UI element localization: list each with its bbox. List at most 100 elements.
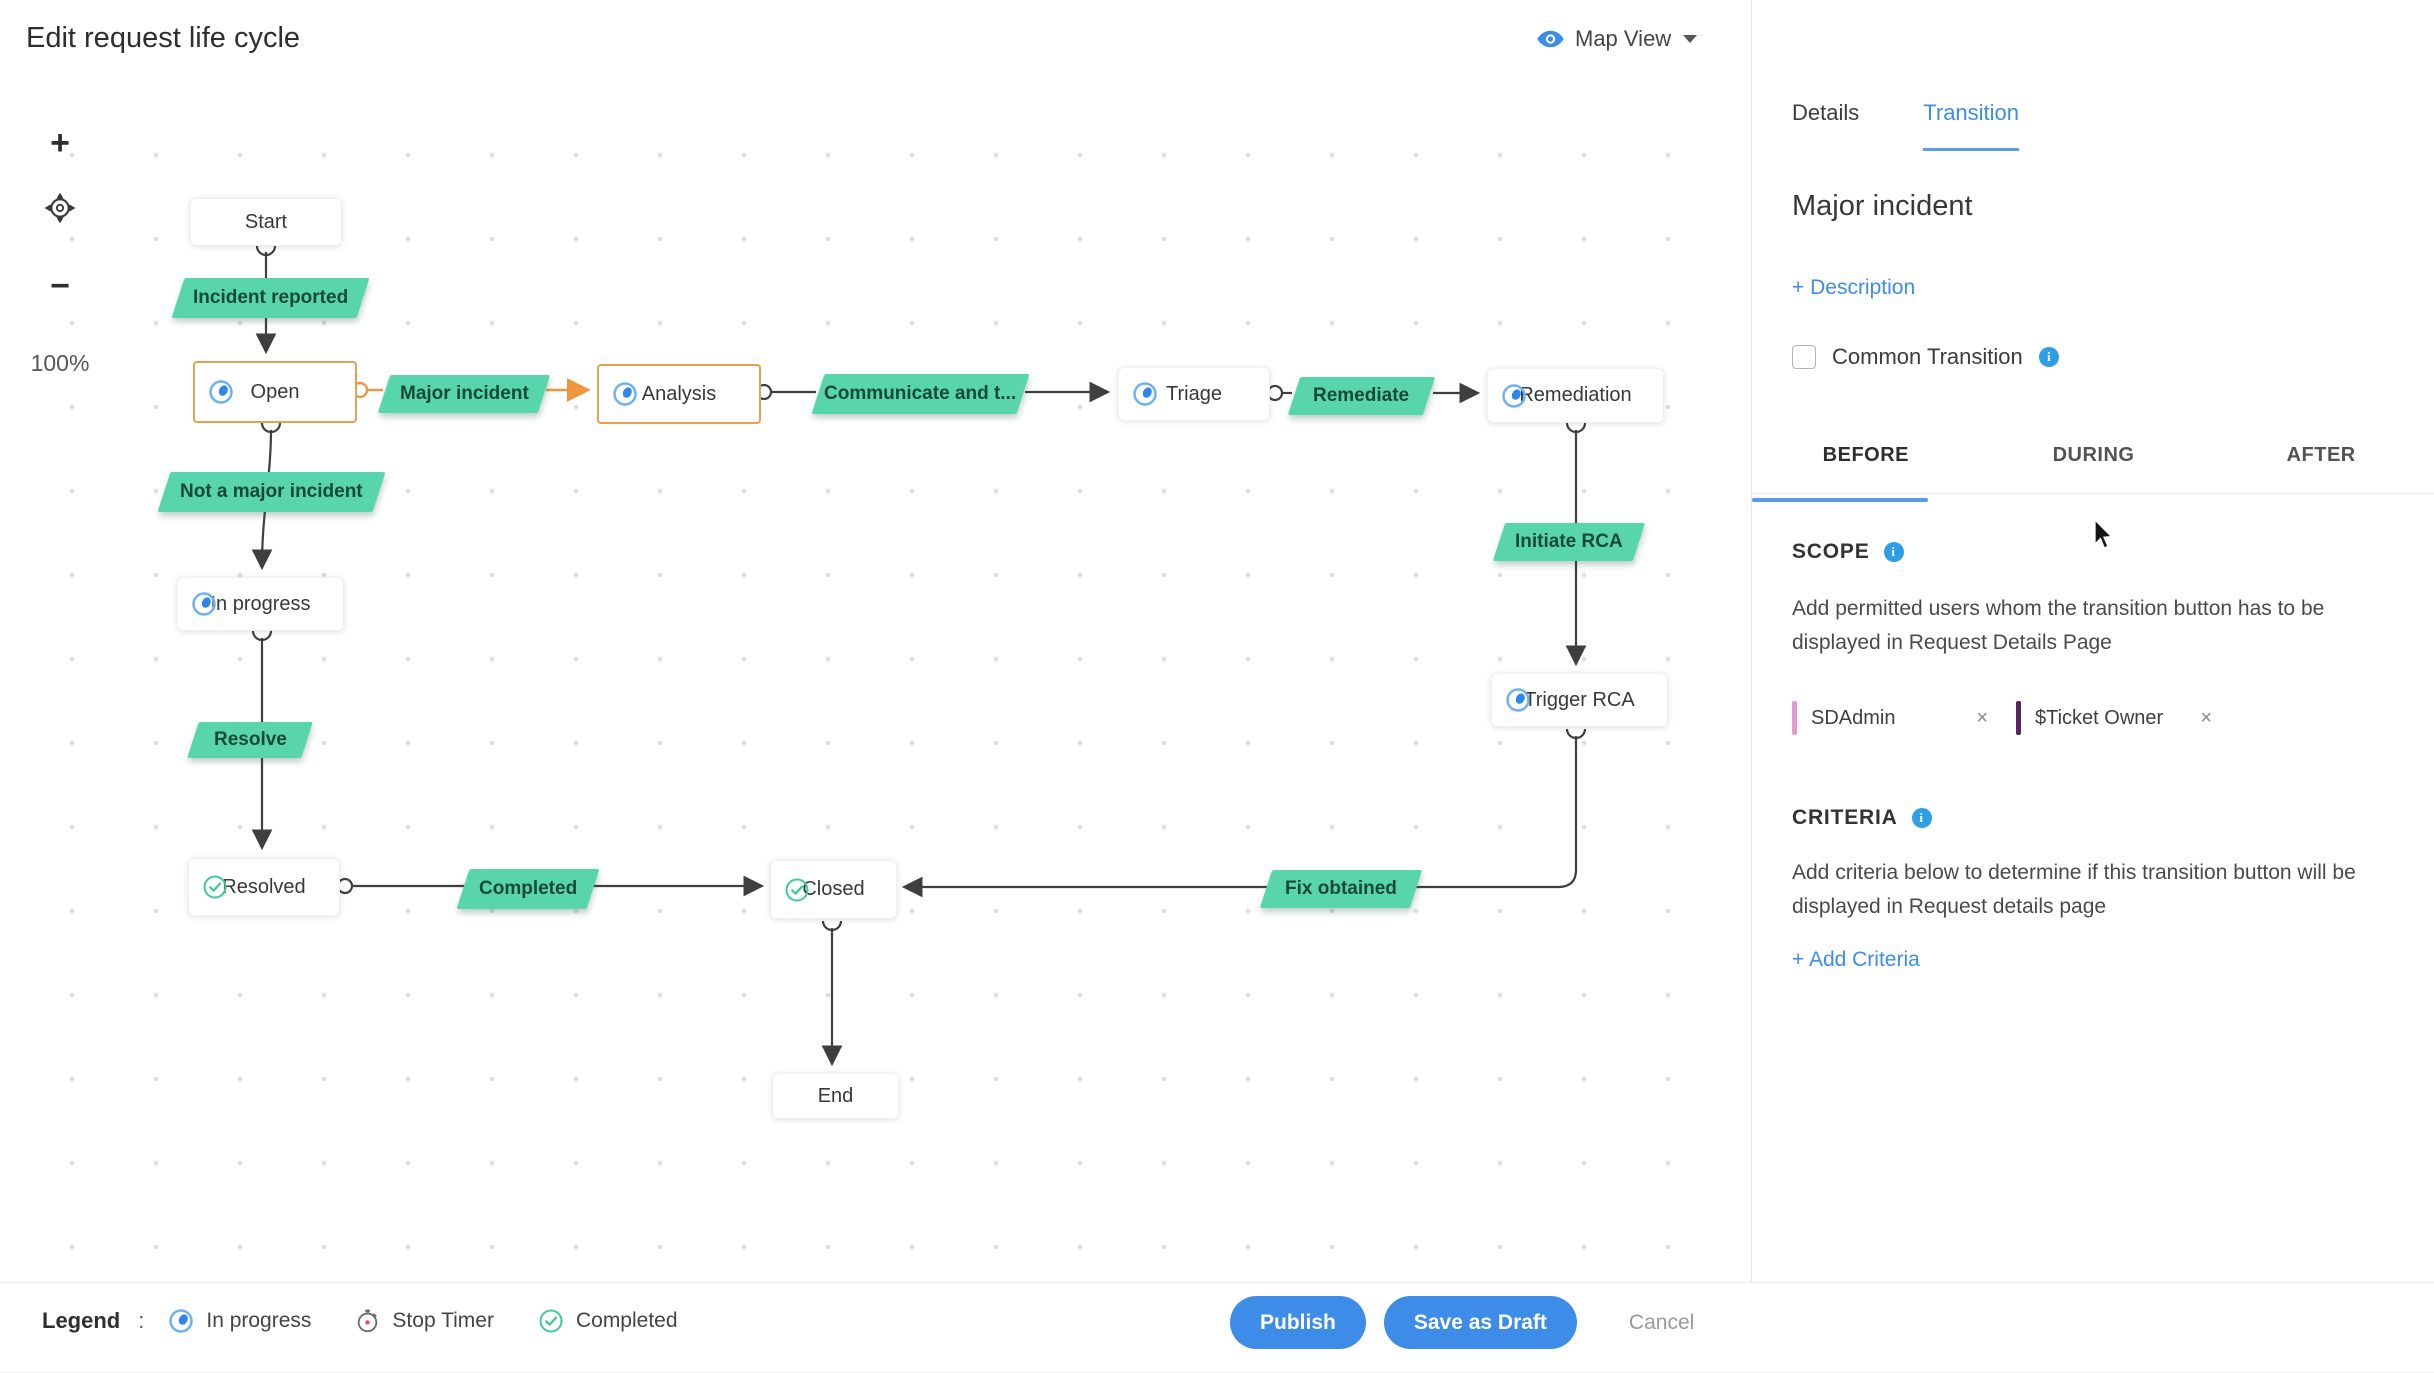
in-progress-icon bbox=[1132, 381, 1158, 407]
publish-button[interactable]: Publish bbox=[1230, 1296, 1366, 1349]
chip-label: SDAdmin bbox=[1811, 706, 1896, 729]
node-triage[interactable]: Triage bbox=[1118, 367, 1270, 421]
transition-label: Remediate bbox=[1313, 385, 1410, 406]
remove-chip-icon[interactable]: × bbox=[1976, 706, 1988, 729]
transition-communicate-and-t[interactable]: Communicate and t... bbox=[811, 374, 1030, 414]
zoom-in-button[interactable]: + bbox=[44, 125, 76, 161]
criteria-section-header: CRITERIA bbox=[1792, 806, 1932, 830]
node-resolved[interactable]: Resolved bbox=[188, 858, 340, 916]
info-icon[interactable] bbox=[2038, 347, 2059, 367]
node-start[interactable]: Start bbox=[190, 198, 342, 246]
node-in-progress[interactable]: In progress bbox=[177, 577, 344, 631]
legend-title: Legend bbox=[42, 1307, 121, 1333]
node-label: Remediation bbox=[1519, 384, 1632, 406]
add-criteria-link[interactable]: + Add Criteria bbox=[1792, 948, 1920, 971]
scope-heading: SCOPE bbox=[1792, 540, 1870, 563]
chip-color-bar bbox=[1792, 701, 1797, 735]
chip-color-bar bbox=[2016, 701, 2021, 735]
criteria-heading: CRITERIA bbox=[1792, 806, 1898, 829]
crosshair-icon[interactable] bbox=[41, 189, 79, 232]
node-end[interactable]: End bbox=[772, 1073, 899, 1119]
save-as-draft-button[interactable]: Save as Draft bbox=[1383, 1296, 1577, 1349]
footer-buttons: Publish Save as Draft Cancel bbox=[1230, 1296, 1700, 1349]
map-view-label: Map View bbox=[1575, 26, 1672, 51]
add-description-link[interactable]: + Description bbox=[1792, 276, 1916, 299]
zoom-out-button[interactable]: − bbox=[44, 268, 76, 304]
side-panel: Details Transition Major incident + Desc… bbox=[1751, 0, 2434, 1282]
legend-item-completed: Completed bbox=[538, 1308, 678, 1334]
transition-label: Major incident bbox=[399, 383, 529, 404]
scope-chips: SDAdmin×$Ticket Owner× bbox=[1792, 698, 2216, 738]
tab-after[interactable]: AFTER bbox=[2286, 444, 2356, 466]
cancel-button[interactable]: Cancel bbox=[1623, 1310, 1700, 1336]
transition-major-incident[interactable]: Major incident bbox=[377, 375, 551, 413]
in-progress-icon bbox=[191, 591, 217, 617]
zoom-level: 100% bbox=[30, 350, 90, 376]
in-progress-icon bbox=[612, 381, 638, 407]
legend-item-in-progress: In progress bbox=[168, 1308, 311, 1334]
canvas-zoom-controls: + − 100% bbox=[28, 125, 92, 377]
node-closed[interactable]: Closed bbox=[770, 860, 897, 919]
legend-item-label: In progress bbox=[206, 1308, 312, 1332]
transition-label: Fix obtained bbox=[1285, 878, 1397, 899]
criteria-description: Add criteria below to determine if this … bbox=[1792, 861, 2356, 918]
info-icon[interactable] bbox=[1911, 808, 1932, 828]
tab-before[interactable]: BEFORE bbox=[1822, 444, 1909, 466]
transition-label: Resolve bbox=[213, 729, 287, 750]
node-label: Resolved bbox=[222, 875, 306, 898]
common-transition-row: Common Transition bbox=[1792, 344, 2059, 370]
transition-label: Incident reported bbox=[192, 287, 349, 308]
transition-title: Major incident bbox=[1792, 190, 1973, 222]
transition-initiate-rca[interactable]: Initiate RCA bbox=[1492, 523, 1646, 561]
page-title: Edit request life cycle bbox=[26, 22, 301, 54]
node-trigger-rca[interactable]: Trigger RCA bbox=[1491, 673, 1668, 727]
tab-transition[interactable]: Transition bbox=[1923, 100, 2020, 151]
completed-icon bbox=[784, 877, 810, 903]
node-label: Triage bbox=[1166, 382, 1222, 405]
node-open[interactable]: Open bbox=[193, 361, 357, 423]
common-transition-checkbox[interactable] bbox=[1792, 345, 1816, 369]
transition-completed[interactable]: Completed bbox=[456, 869, 600, 909]
legend-items: In progress Stop Timer Completed bbox=[168, 1307, 678, 1334]
node-analysis[interactable]: Analysis bbox=[597, 364, 761, 424]
legend-item-stop-timer: Stop Timer bbox=[355, 1307, 494, 1334]
node-label: Start bbox=[244, 210, 288, 233]
scope-chip-ticket-owner: $Ticket Owner× bbox=[2016, 698, 2216, 738]
scope-description: Add permitted users whom the transition … bbox=[1792, 597, 2325, 654]
node-label: In progress bbox=[210, 592, 311, 615]
node-label: Analysis bbox=[641, 382, 717, 405]
map-view-selector[interactable]: Map View bbox=[1536, 26, 1698, 52]
transition-label: Completed bbox=[478, 878, 578, 899]
info-icon[interactable] bbox=[1883, 542, 1904, 562]
node-label: Closed bbox=[802, 878, 865, 900]
node-label: Trigger RCA bbox=[1524, 688, 1635, 711]
transition-label: Initiate RCA bbox=[1515, 531, 1623, 552]
node-label: End bbox=[817, 1084, 854, 1107]
phase-tabs: BEFORE DURING AFTER bbox=[1752, 444, 2434, 494]
transition-incident-reported[interactable]: Incident reported bbox=[171, 278, 370, 318]
transition-remediate[interactable]: Remediate bbox=[1287, 377, 1436, 415]
remove-chip-icon[interactable]: × bbox=[2200, 706, 2212, 729]
completed-icon bbox=[538, 1308, 564, 1334]
tab-details[interactable]: Details bbox=[1792, 100, 1860, 125]
in-progress-icon bbox=[1505, 687, 1531, 713]
transition-resolve[interactable]: Resolve bbox=[187, 722, 313, 758]
common-transition-label: Common Transition bbox=[1832, 344, 2023, 369]
scope-section-header: SCOPE bbox=[1792, 540, 1904, 564]
stop-timer-icon bbox=[355, 1307, 380, 1334]
in-progress-icon bbox=[168, 1308, 194, 1334]
transition-label: Not a major incident bbox=[180, 481, 363, 502]
transition-fix-obtained[interactable]: Fix obtained bbox=[1259, 870, 1423, 908]
in-progress-icon bbox=[208, 379, 234, 405]
completed-icon bbox=[202, 874, 228, 900]
eye-icon bbox=[1536, 29, 1565, 49]
node-remediation[interactable]: Remediation bbox=[1487, 368, 1664, 423]
legend-item-label: Stop Timer bbox=[392, 1308, 494, 1332]
in-progress-icon bbox=[1501, 383, 1527, 409]
transition-not-a-major-incident[interactable]: Not a major incident bbox=[157, 472, 386, 512]
chevron-down-icon bbox=[1683, 35, 1698, 43]
tab-during[interactable]: DURING bbox=[2052, 444, 2135, 466]
active-phase-underline bbox=[1752, 498, 1928, 502]
